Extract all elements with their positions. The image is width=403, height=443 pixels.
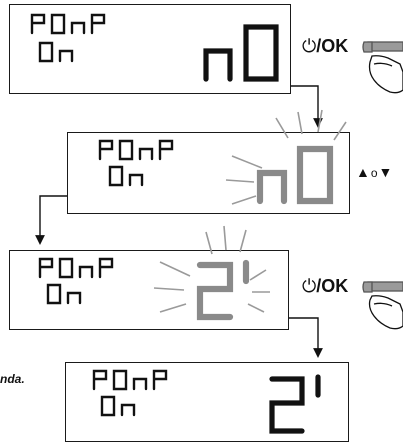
flow-arrow-2 (35, 195, 67, 245)
lcd-3-value (194, 259, 264, 321)
lcd-3-line2 (46, 283, 88, 305)
lcd-1-line1 (30, 13, 112, 35)
lcd-4-value (266, 373, 336, 435)
caption-text: nda. (0, 372, 25, 386)
lcd-2-value (254, 143, 340, 205)
lcd-3-line1 (38, 257, 120, 279)
pressing-hand-icon (362, 281, 403, 330)
flow-arrow-3 (289, 317, 323, 358)
ok-button-1[interactable]: ⏻/OK (302, 36, 349, 56)
up-triangle-icon: ▲ (356, 164, 370, 180)
flow-arrow-1 (291, 85, 323, 128)
ok-button-3[interactable]: ⏻/OK (302, 276, 349, 296)
lcd-panel-2 (67, 132, 350, 214)
lcd-panel-4 (65, 362, 349, 442)
up-down-buttons[interactable]: ▲o▼ (356, 164, 393, 180)
power-icon: ⏻ (302, 36, 317, 56)
power-icon: ⏻ (302, 276, 317, 296)
pressing-hand-icon (362, 41, 403, 94)
lcd-panel-1 (9, 4, 291, 94)
lcd-4-line2 (100, 395, 142, 417)
lcd-1-line2 (38, 41, 80, 63)
down-triangle-icon: ▼ (378, 164, 393, 180)
blink-rays-3 (153, 225, 270, 313)
blink-rays-2 (225, 109, 347, 205)
lcd-1-value (200, 21, 286, 83)
lcd-panel-3 (9, 250, 289, 330)
lcd-4-line1 (92, 369, 174, 391)
lcd-2-line2 (108, 165, 150, 187)
lcd-2-line1 (98, 139, 180, 161)
